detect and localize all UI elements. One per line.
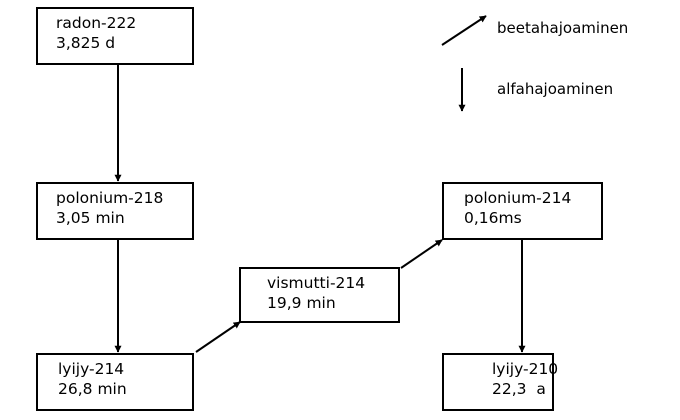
half-life: 3,05 min (56, 209, 125, 227)
legend-alpha-label: alfahajoaminen (497, 80, 614, 98)
beta-arrow-pb214-bi214 (195, 321, 241, 353)
nuclide-name: polonium-214 (464, 189, 572, 207)
half-life: 22,3 a (492, 380, 546, 398)
nuclide-box-polonium-214: polonium-214 0,16ms (442, 182, 603, 240)
half-life: 3,825 d (56, 34, 116, 52)
nuclide-box-lyijy-210: lyijy-210 22,3 a (442, 353, 559, 411)
legend-beta-label: beetahajoaminen (497, 19, 629, 37)
nuclide-box-polonium-218: polonium-218 3,05 min (36, 182, 194, 240)
nuclide-name: vismutti-214 (267, 274, 366, 292)
nuclide-name: radon-222 (56, 14, 137, 32)
nuclide-name: lyijy-210 (492, 360, 559, 378)
legend-beta-arrow-icon (441, 15, 487, 46)
half-life: 19,9 min (267, 294, 336, 312)
half-life: 26,8 min (58, 380, 127, 398)
nuclide-box-lyijy-214: lyijy-214 26,8 min (36, 353, 194, 411)
nuclide-box-radon-222: radon-222 3,825 d (36, 7, 194, 65)
nuclide-name: lyijy-214 (58, 360, 125, 378)
nuclide-name: polonium-218 (56, 189, 164, 207)
half-life: 0,16ms (464, 209, 522, 227)
nuclide-box-vismutti-214: vismutti-214 19,9 min (239, 267, 400, 323)
beta-arrow-bi214-po214 (400, 239, 443, 269)
